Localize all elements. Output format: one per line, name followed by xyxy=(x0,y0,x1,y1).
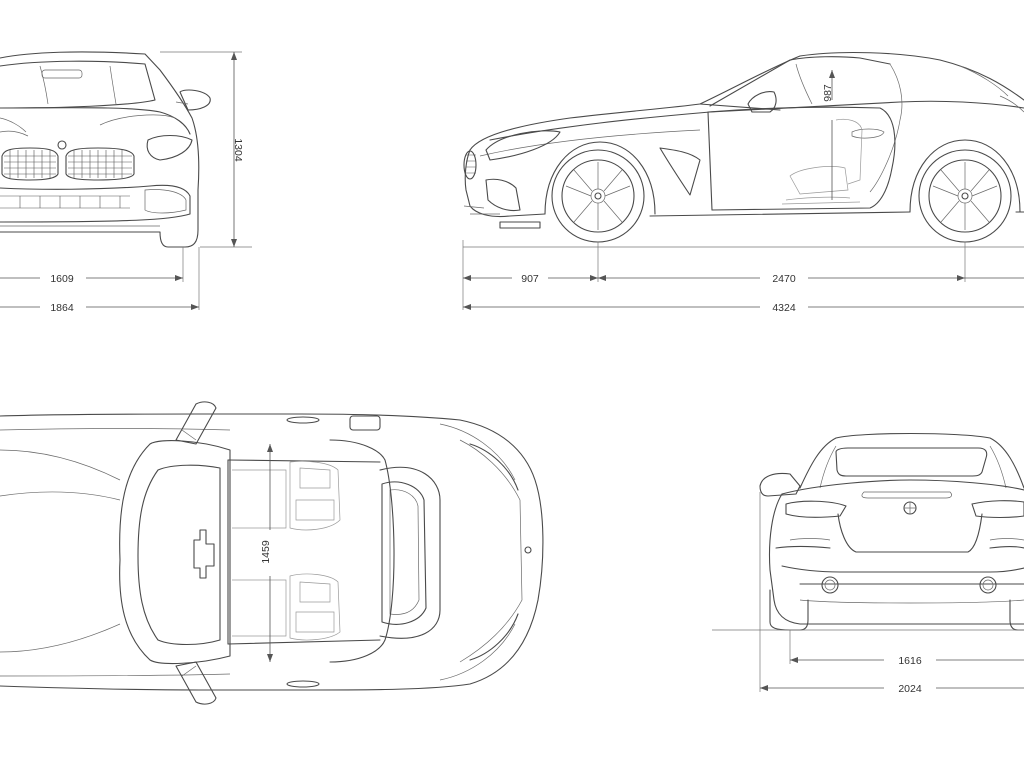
dimension-label-length: 4324 xyxy=(772,302,796,314)
rear-view-dimensions: 1616 2024 xyxy=(712,492,1024,695)
dimension-label-interior-width: 1459 xyxy=(260,540,272,564)
dimension-label-front-track: 1609 xyxy=(50,273,74,285)
rear-view xyxy=(759,432,1024,631)
dimension-label-front-overhang: 907 xyxy=(521,273,539,285)
dimension-label-height: 1304 xyxy=(232,138,244,162)
dimension-label-rear-track: 1616 xyxy=(898,655,922,667)
seat-left xyxy=(232,460,341,531)
front-view xyxy=(0,51,211,248)
dimension-label-front-width: 1864 xyxy=(50,302,74,314)
top-view xyxy=(0,401,544,705)
front-view-dimensions: 1304 1609 1864 xyxy=(0,51,252,314)
seat-right xyxy=(232,573,341,641)
dimension-label-seat-height: 987 xyxy=(822,84,834,102)
side-view-dimensions: 907 2470 4324 987 xyxy=(462,70,1024,314)
side-view xyxy=(463,51,1024,243)
dimension-label-wheelbase: 2470 xyxy=(772,273,796,285)
dimension-label-rear-width: 2024 xyxy=(898,683,922,695)
top-view-dimensions: 1459 xyxy=(260,444,273,662)
